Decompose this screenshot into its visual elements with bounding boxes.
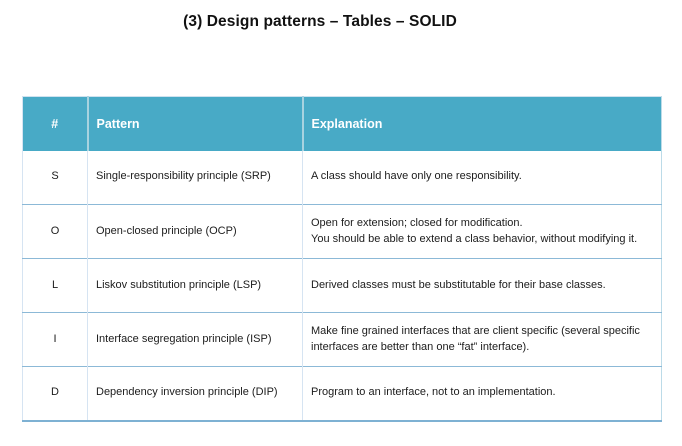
explanation-cell: Open for extension; closed for modificat… — [302, 204, 662, 259]
row-id-cell: L — [22, 258, 88, 313]
pattern-cell: Open-closed principle (OCP) — [87, 204, 303, 259]
pattern-cell: Dependency inversion principle (DIP) — [87, 366, 303, 421]
row-id-cell: D — [22, 366, 88, 421]
solid-principles-table: # Pattern Explanation S Single-responsib… — [22, 96, 662, 422]
table-row-dip: D Dependency inversion principle (DIP) P… — [22, 366, 662, 421]
table-row-isp: I Interface segregation principle (ISP) … — [22, 312, 662, 367]
header-cell-pattern: Pattern — [87, 96, 304, 151]
pattern-cell: Interface segregation principle (ISP) — [87, 312, 303, 367]
table-body: S Single-responsibility principle (SRP) … — [22, 150, 662, 421]
table-header: # Pattern Explanation — [22, 96, 662, 151]
row-id-cell: I — [22, 312, 88, 367]
pattern-cell: Single-responsibility principle (SRP) — [87, 150, 303, 205]
table-row-lsp: L Liskov substitution principle (LSP) De… — [22, 258, 662, 313]
row-id-cell: S — [22, 150, 88, 205]
explanation-cell: Derived classes must be substitutable fo… — [302, 258, 662, 313]
header-cell-explanation: Explanation — [302, 96, 662, 151]
header-cell-number: # — [22, 96, 89, 151]
table-row-srp: S Single-responsibility principle (SRP) … — [22, 150, 662, 205]
explanation-cell: Program to an interface, not to an imple… — [302, 366, 662, 421]
explanation-cell: Make fine grained interfaces that are cl… — [302, 312, 662, 367]
table-row-ocp: O Open-closed principle (OCP) Open for e… — [22, 204, 662, 259]
slide-title: (3) Design patterns – Tables – SOLID — [183, 13, 457, 30]
row-id-cell: O — [22, 204, 88, 259]
explanation-cell: A class should have only one responsibil… — [311, 170, 522, 183]
pattern-cell: Liskov substitution principle (LSP) — [87, 258, 303, 313]
header-row: # Pattern Explanation — [22, 96, 662, 151]
